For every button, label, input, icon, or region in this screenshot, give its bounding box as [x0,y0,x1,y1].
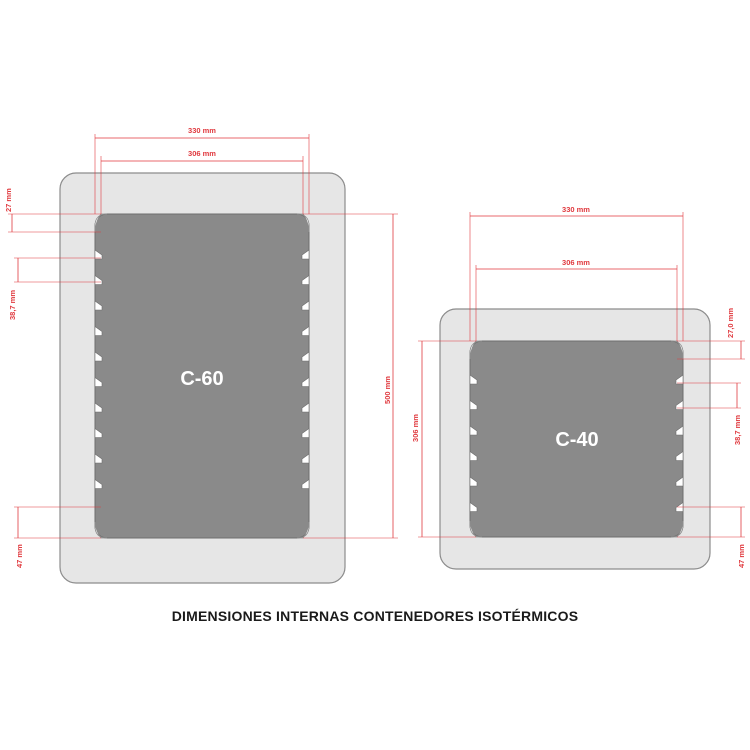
c60-slot-left [94,351,103,362]
c40-inner-cavity [469,340,684,538]
c40-model-label: C-40 [555,429,598,451]
c60-tray-slots [94,249,310,489]
container-c60: C-60 [59,172,346,584]
c60-slot-right [301,427,310,438]
c60-slot-pitch-label: 38,7 mm [8,290,17,320]
c60-slot-left [94,300,103,311]
c40-slot-pitch-label: 38,7 mm [733,415,742,445]
c40-slot-left [469,425,478,436]
c60-slot-left [94,325,103,336]
c60-slot-left [94,453,103,464]
c60-width-inner-label: 306 mm [188,149,216,158]
c40-height-label: 306 mm [411,414,420,442]
c40-lip-left [469,340,483,360]
c40-lip-right [670,340,684,360]
c40-width-inner-label: 306 mm [562,258,590,267]
c60-slot-right [301,351,310,362]
c60-lip-label: 27 mm [4,188,13,212]
c60-slot-left [94,478,103,489]
c40-base-right [670,520,684,538]
c40-bottom-label: 47 mm [737,544,746,568]
c60-slot-left [94,427,103,438]
c60-height-label: 500 mm [383,376,392,404]
c60-slot-right [301,478,310,489]
c60-base-right [296,521,310,539]
c40-dimensions: 330 mm 306 mm 27,0 mm 38,7 mm 306 mm 47 … [411,205,746,568]
c40-tray-slots [469,374,684,512]
c60-slot-right [301,274,310,285]
c40-slot-right [675,425,684,436]
container-c40: C-40 [439,308,711,570]
c40-slot-left [469,450,478,461]
c40-slot-left [469,374,478,385]
c60-lip-left [94,213,108,233]
c40-slot-left [469,399,478,410]
c60-slot-right [301,249,310,260]
diagram-caption: DIMENSIONES INTERNAS CONTENEDORES ISOTÉR… [171,608,579,624]
c40-slot-right [675,476,684,487]
c40-slot-left [469,501,478,512]
c60-bottom-label: 47 mm [15,544,24,568]
c60-width-outer-label: 330 mm [188,126,216,135]
c60-slot-right [301,325,310,336]
c60-slot-right [301,300,310,311]
c40-width-outer-label: 330 mm [562,205,590,214]
c60-slot-right [301,453,310,464]
c60-slot-right [301,402,310,413]
c40-base-left [469,520,483,538]
c60-slot-right [301,376,310,387]
c40-slot-right [675,374,684,385]
c60-slot-left [94,402,103,413]
c40-slot-right [675,399,684,410]
c60-model-label: C-60 [180,368,223,390]
c40-slot-left [469,476,478,487]
c60-slot-left [94,376,103,387]
c60-lip-right [296,213,310,233]
c60-base-left [94,521,108,539]
c60-slot-left [94,249,103,260]
c40-slot-right [675,450,684,461]
c60-dimensions: 330 mm 306 mm 27 mm 38,7 mm 500 mm 47 mm [4,126,398,568]
c40-lip-label: 27,0 mm [726,308,735,338]
c60-inner-cavity [94,213,310,539]
